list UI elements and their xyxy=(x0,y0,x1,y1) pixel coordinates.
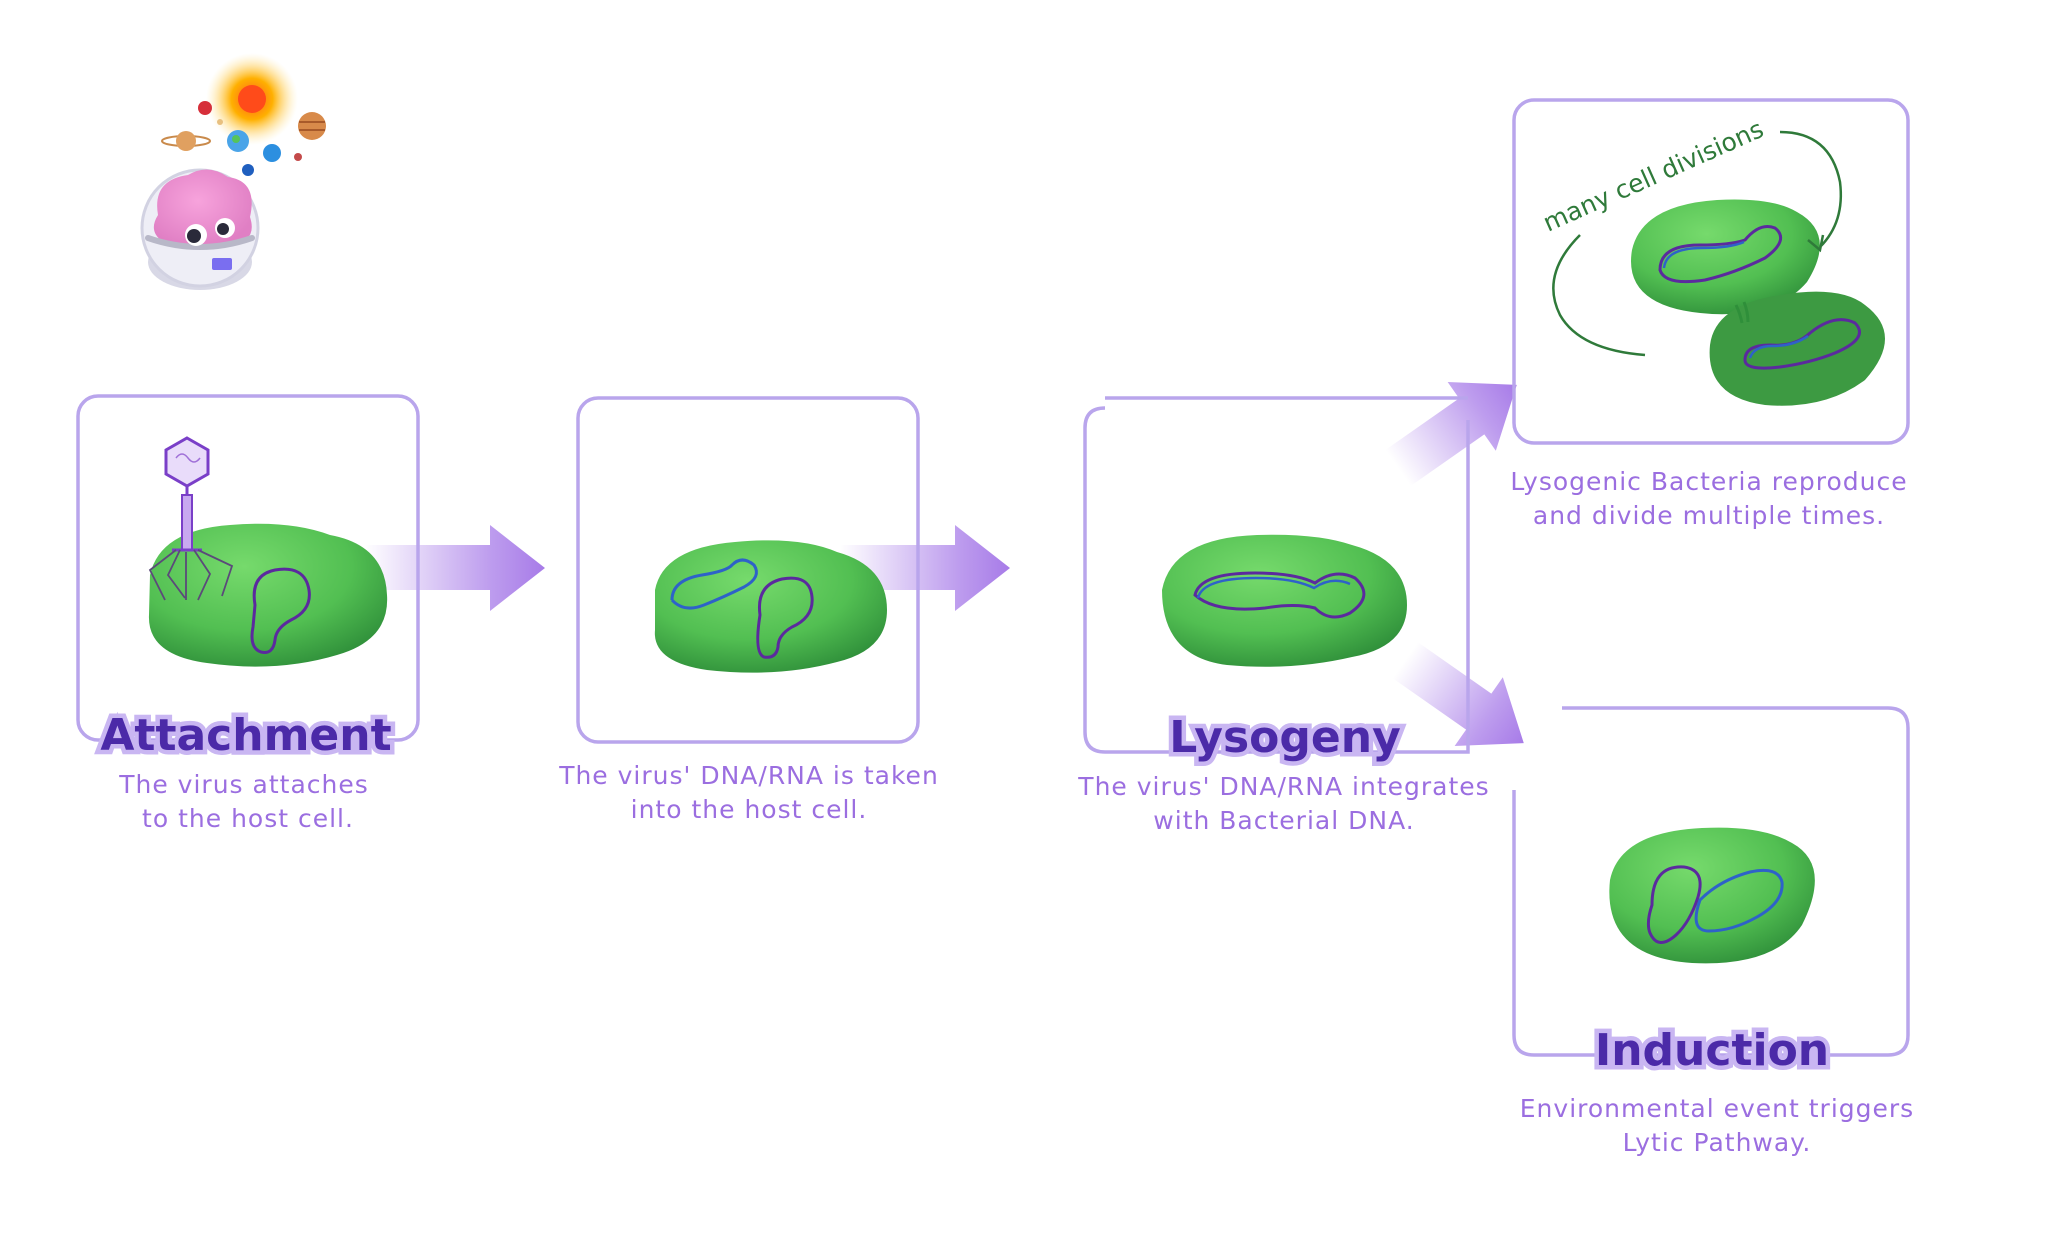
entry-bacterium xyxy=(654,540,887,673)
induction-title-group: Induction xyxy=(1590,1021,1833,1081)
reproduction-frame xyxy=(1512,98,1910,445)
integrated-dna-loop xyxy=(1193,571,1366,619)
induction-frame xyxy=(1512,706,1910,1057)
entry-caption-line-1: The virus' DNA/RNA is taken xyxy=(558,761,939,790)
division-bridge xyxy=(1734,301,1750,324)
solar-system-icon xyxy=(161,53,326,176)
host-dna-loop xyxy=(756,576,814,659)
attachment-title-group: Attachment xyxy=(96,706,396,766)
attachment-title: Attachment xyxy=(100,710,391,761)
lysogeny-bacterium xyxy=(1162,534,1407,667)
arrow-attachment-to-entry xyxy=(365,525,545,611)
bacteriophage-icon xyxy=(148,436,234,601)
virus-dna-loop xyxy=(1694,868,1784,933)
lysogeny-caption-line-1: The virus' DNA/RNA integrates xyxy=(1077,772,1489,801)
reproduction-caption-line-1: Lysogenic Bacteria reproduce xyxy=(1510,467,1907,496)
attachment-caption-line-2: to the host cell. xyxy=(142,804,354,833)
lysogeny-title: Lysogeny xyxy=(1169,712,1401,763)
attachment-bacterium xyxy=(148,523,388,667)
induction-caption-line-2: Lytic Pathway. xyxy=(1623,1128,1812,1157)
dividing-bacterium-top xyxy=(1631,199,1820,315)
induction-title: Induction xyxy=(1595,1025,1829,1076)
lysogeny-caption-line-2: with Bacterial DNA. xyxy=(1153,806,1414,835)
lysogeny-title-group: Lysogeny xyxy=(1165,708,1406,768)
lysogeny-frame xyxy=(1083,396,1470,754)
arrow-lysogeny-to-reproduction xyxy=(1385,381,1517,487)
attachment-frame xyxy=(76,394,420,742)
division-cycle-arrow-left xyxy=(1552,234,1646,357)
host-dna-loop xyxy=(250,567,311,654)
entry-caption-line-2: into the host cell. xyxy=(631,795,868,824)
entry-frame xyxy=(576,396,920,744)
virus-dna-segment xyxy=(670,558,758,610)
host-dna-loop xyxy=(1646,865,1702,944)
astronaut-blob-icon xyxy=(140,168,260,290)
dividing-bacterium-bottom xyxy=(1709,291,1885,406)
induction-bacterium xyxy=(1609,827,1815,964)
arrow-lysogeny-to-induction xyxy=(1392,641,1524,747)
attachment-caption-line-1: The virus attaches xyxy=(118,770,369,799)
reproduction-caption-line-2: and divide multiple times. xyxy=(1533,501,1885,530)
induction-caption-line-1: Environmental event triggers xyxy=(1520,1094,1914,1123)
division-cycle-arrow-right xyxy=(1779,130,1842,253)
